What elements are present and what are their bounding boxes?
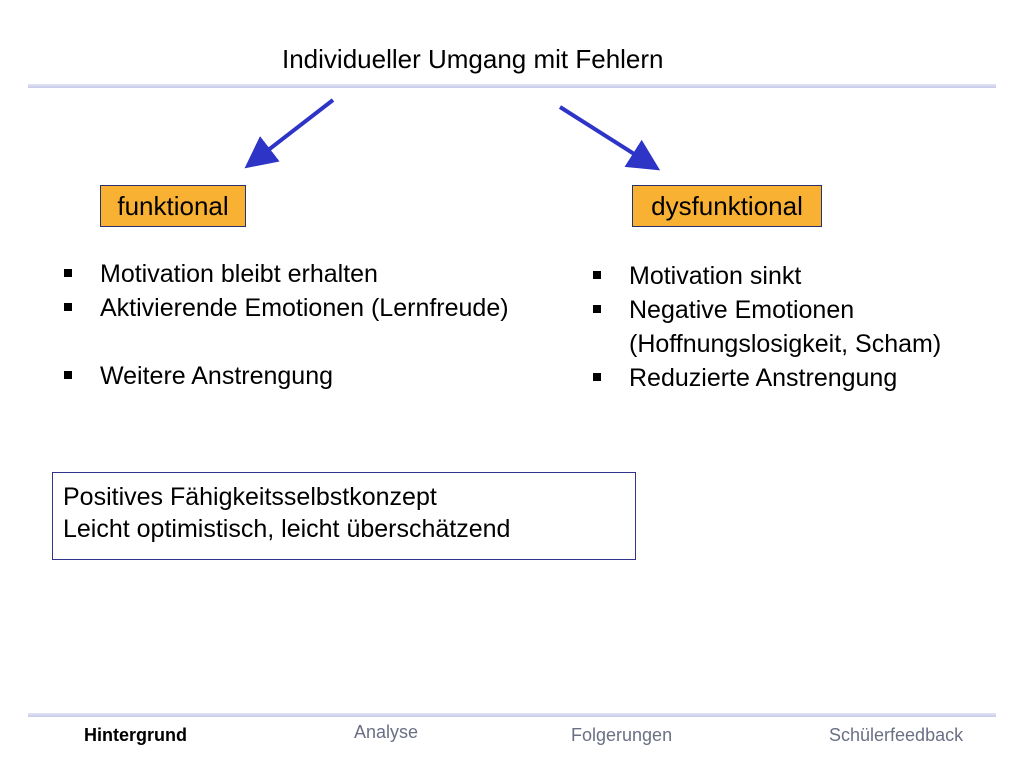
square-bullet-icon <box>593 305 601 313</box>
functional-list: Motivation bleibt erhalten Aktivierende … <box>62 257 509 393</box>
list-item: Weitere Anstrengung <box>62 359 509 393</box>
conclusion-line-2: Leicht optimistisch, leicht überschätzen… <box>63 515 511 543</box>
list-item: Motivation bleibt erhalten <box>62 257 509 291</box>
square-bullet-icon <box>593 373 601 381</box>
nav-folgerungen[interactable]: Folgerungen <box>571 725 673 745</box>
tag-dysfunktional: dysfunktional <box>632 185 822 227</box>
square-bullet-icon <box>64 303 72 311</box>
list-item-continuation: (Hoffnungslosigkeit, Scham) <box>629 330 942 358</box>
nav-schuelerfeedback[interactable]: Schülerfeedback <box>829 725 964 745</box>
bottom-rule <box>28 713 996 717</box>
top-rule <box>28 84 996 88</box>
conclusion-line-1: Positives Fähigkeitsselbstkonzept <box>63 483 437 511</box>
arrow-to-funktional <box>244 98 335 169</box>
list-item: Reduzierte Anstrengung <box>591 361 941 395</box>
square-bullet-icon <box>64 371 72 379</box>
nav-hintergrund[interactable]: Hintergrund <box>84 725 187 745</box>
square-bullet-icon <box>593 271 601 279</box>
list-item: Aktivierende Emotionen (Lernfreude) <box>62 291 509 325</box>
tag-funktional: funktional <box>100 185 246 227</box>
list-item: Negative Emotionen <box>591 293 941 327</box>
list-gap <box>62 325 509 359</box>
square-bullet-icon <box>64 269 72 277</box>
conclusion-box: Positives Fähigkeitsselbstkonzept Leicht… <box>52 472 636 560</box>
list-item: Motivation sinkt <box>591 259 941 293</box>
dysfunctional-list: Motivation sinkt Negative Emotionen (Hof… <box>591 259 941 395</box>
slide-title: Individueller Umgang mit Fehlern <box>282 44 664 74</box>
nav-analyse[interactable]: Analyse <box>354 722 419 742</box>
arrow-to-dysfunktional <box>558 105 661 171</box>
